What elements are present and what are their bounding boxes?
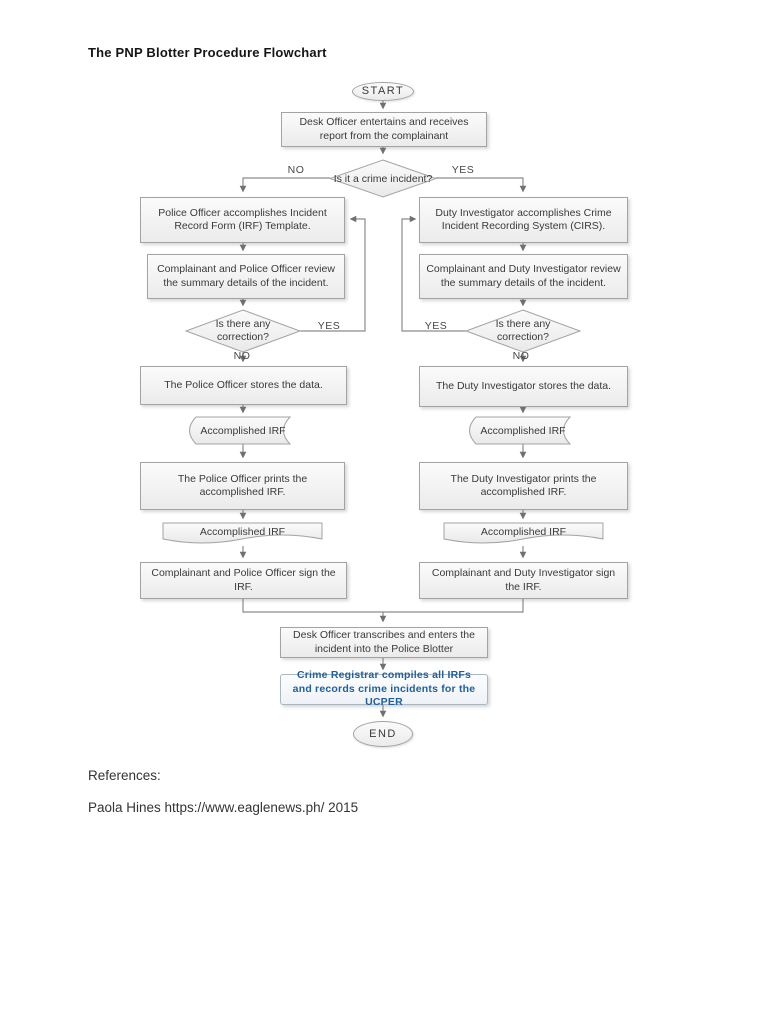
references-citation: Paola Hines https://www.eaglenews.ph/ 20… — [88, 800, 359, 815]
label-no-right: NO — [512, 350, 530, 362]
process-crime-registrar-ucper: Crime Registrar compiles all IRFs and re… — [280, 669, 488, 708]
label-yes-right: YES — [424, 320, 448, 332]
start-terminator: START — [352, 82, 414, 101]
process-transcribe-blotter: Desk Officer transcribes and enters the … — [280, 627, 488, 658]
page-title: The PNP Blotter Procedure Flowchart — [88, 45, 327, 60]
process-investigator-print-irf: The Duty Investigator prints the accompl… — [419, 462, 628, 510]
process-investigator-accomplish-cirs: Duty Investigator accomplishes Crime Inc… — [419, 197, 628, 243]
label-yes-left: YES — [317, 320, 341, 332]
stored-data-irf-left-shape — [189, 416, 292, 445]
decision-crime-incident-shape — [328, 159, 438, 198]
process-police-store-data: The Police Officer stores the data. — [140, 366, 347, 405]
stored-data-irf-right-shape — [469, 416, 572, 445]
process-investigator-review: Complainant and Duty Investigator review… — [419, 254, 628, 299]
process-police-accomplish-irf: Police Officer accomplishes Incident Rec… — [140, 197, 345, 243]
connector-lines — [239, 101, 527, 718]
document-irf-right-shape — [443, 522, 604, 544]
end-terminator: END — [353, 721, 413, 747]
process-police-review: Complainant and Police Officer review th… — [147, 254, 345, 299]
label-yes-top: YES — [451, 164, 475, 176]
process-investigator-sign-irf: Complainant and Duty Investigator sign t… — [419, 562, 628, 599]
decision-correction-right-shape — [464, 309, 582, 353]
references-section: References: Paola Hines https://www.eagl… — [88, 768, 358, 815]
label-no-top: NO — [287, 164, 305, 176]
document-irf-left-shape — [162, 522, 323, 544]
decision-correction-left-shape — [184, 309, 302, 353]
label-no-left: NO — [233, 350, 251, 362]
references-heading: References: — [88, 768, 161, 783]
process-investigator-store-data: The Duty Investigator stores the data. — [419, 366, 628, 407]
process-desk-intake: Desk Officer entertains and receives rep… — [281, 112, 487, 147]
process-police-print-irf: The Police Officer prints the accomplish… — [140, 462, 345, 510]
process-police-sign-irf: Complainant and Police Officer sign the … — [140, 562, 347, 599]
